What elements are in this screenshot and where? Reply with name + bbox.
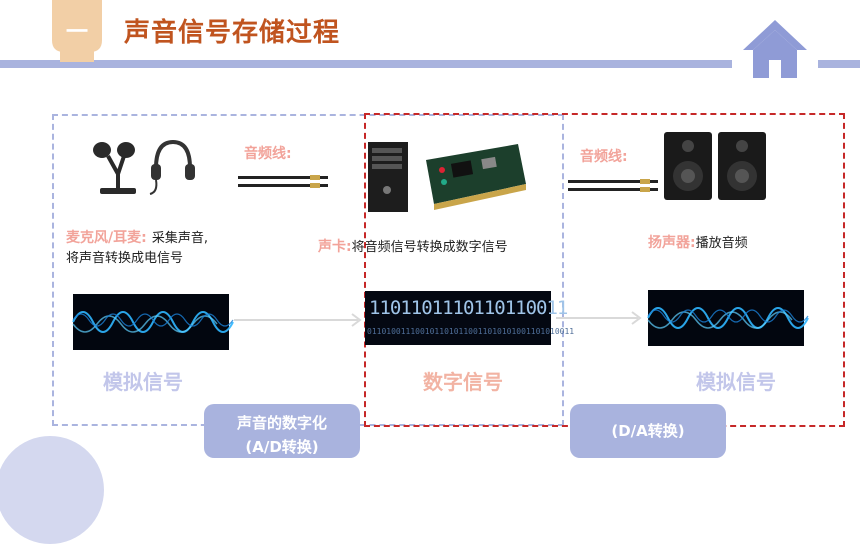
ad-conversion-line2: (A/D转换) bbox=[245, 438, 319, 456]
ad-conversion-button[interactable]: 声音的数字化 (A/D转换) bbox=[204, 404, 360, 458]
ad-conversion-line1: 声音的数字化 bbox=[236, 414, 327, 432]
section-number: 一 bbox=[65, 20, 88, 45]
da-conversion-label: (D/A转换) bbox=[611, 422, 685, 440]
header-bar bbox=[0, 60, 860, 68]
analog-signal-label-2: 模拟信号 bbox=[696, 370, 776, 394]
speaker-label: 扬声器: bbox=[648, 235, 696, 251]
analog-signal-label-1: 模拟信号 bbox=[103, 370, 183, 394]
audio-cable-label-right: 音频线: bbox=[580, 149, 628, 165]
microphone-icon bbox=[93, 142, 136, 194]
computer-tower-icon bbox=[368, 142, 408, 212]
microphone-label: 麦克风/耳麦: bbox=[66, 230, 147, 246]
binary-digits-line1: 1101101110110110011 bbox=[369, 297, 568, 319]
audio-cable-icon-left bbox=[238, 175, 328, 188]
binary-digits-line2: 0110100111001011010110011010101001101010… bbox=[367, 327, 575, 336]
home-icon[interactable] bbox=[741, 18, 809, 80]
sound-card-label: 声卡: bbox=[318, 239, 352, 255]
section-badge bbox=[52, 0, 102, 62]
digital-signal-label: 数字信号 bbox=[423, 370, 503, 394]
speaker-desc: 播放音频 bbox=[695, 236, 748, 251]
audio-cable-icon-right bbox=[568, 179, 658, 192]
speaker-icon bbox=[664, 132, 766, 200]
sound-card-desc: 将音频信号转换成数字信号 bbox=[351, 240, 508, 255]
microphone-desc-line1: 采集声音, bbox=[151, 231, 208, 246]
binary-signal-image: 1101101110110110011 01101001110010110101… bbox=[365, 291, 574, 345]
microphone-desc-line2: 将声音转换成电信号 bbox=[66, 251, 184, 266]
page-title: 声音信号存储过程 bbox=[124, 18, 341, 48]
analog-wave-image-1 bbox=[72, 294, 234, 350]
arrow-icon-ad bbox=[234, 313, 362, 327]
da-conversion-button[interactable]: (D/A转换) bbox=[570, 404, 726, 458]
decorative-circle bbox=[0, 436, 104, 544]
analog-wave-image-2 bbox=[647, 290, 809, 346]
sound-card-icon bbox=[426, 144, 526, 210]
headset-icon bbox=[149, 139, 195, 195]
arrow-icon-da bbox=[556, 311, 642, 325]
audio-cable-label-left: 音频线: bbox=[244, 146, 292, 162]
